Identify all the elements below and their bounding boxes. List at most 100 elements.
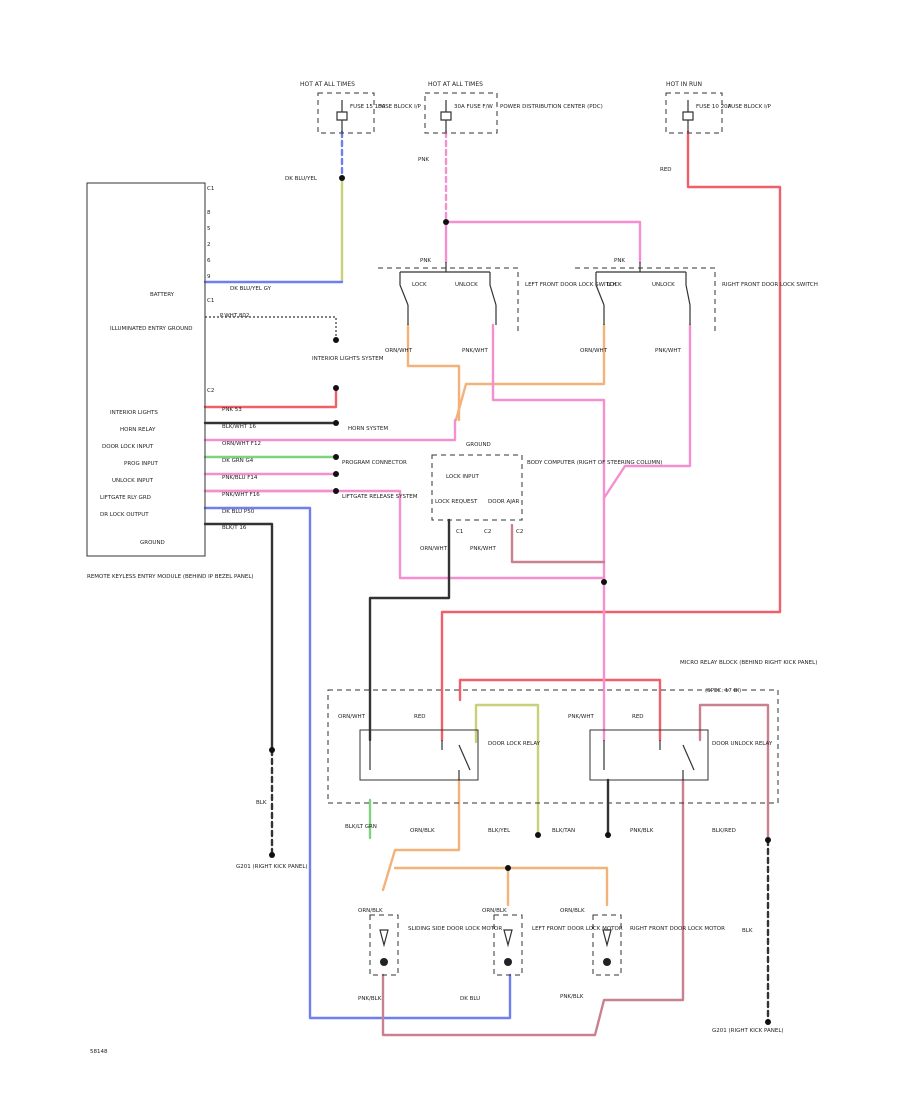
bcm-c2-label: C2 <box>516 529 523 535</box>
sliding-door-lock-motor: SLIDING SIDE DOOR LOCK MOTOR ORN/BLK PNK… <box>358 908 502 1002</box>
wire-blu-lock-out <box>203 506 512 1020</box>
splice-yel <box>535 832 541 838</box>
right-switch-name: RIGHT FRONT DOOR LOCK SWITCH <box>722 282 818 288</box>
micro-relay-block: MICRO RELAY BLOCK (BEHIND RIGHT KICK PAN… <box>327 660 817 804</box>
fuse2-note: POWER DISTRIBUTION CENTER (PDC) <box>500 104 603 110</box>
module-label-battery: BATTERY <box>150 292 175 298</box>
fuse1-note: FUSE BLOCK I/P <box>378 104 422 110</box>
lw-pnk-blk: PNK/BLK <box>630 828 654 834</box>
module-label-dr-lock: DR LOCK OUTPUT <box>100 512 149 518</box>
left-switch-lock: LOCK <box>412 282 427 288</box>
left-switch-unlock: UNLOCK <box>455 282 478 288</box>
lw-blk-left: BLK <box>256 800 267 806</box>
arrow-horn <box>333 420 339 426</box>
unlock-relay-in: PNK/WHT <box>568 714 594 720</box>
lock-relay-red: RED <box>414 714 426 720</box>
fuse3-header: HOT IN RUN <box>666 81 702 88</box>
fuse2-header: HOT AT ALL TIMES <box>428 81 483 88</box>
lw-blk-lt-grn: BLK/LT GRN <box>345 824 377 830</box>
arrow-liftgate <box>333 488 339 494</box>
wire-label-pnk: PNK <box>418 157 429 163</box>
relay-block-sub: (SPEC: 17 BI) <box>705 688 741 694</box>
bcm-c2: C2 <box>484 529 491 535</box>
splice-blu <box>339 175 345 181</box>
bcm-pin-a: ORN/WHT <box>420 546 448 552</box>
mod-wire-5: PNK/BLU F14 <box>222 475 258 481</box>
module-label-illum: ILLUMINATED ENTRY GROUND <box>110 326 192 332</box>
splice-orn <box>505 865 511 871</box>
mod-wire-4: DK GRN G4 <box>222 458 254 464</box>
figure-id: 58148 <box>90 1049 108 1055</box>
illum-ground-wire <box>205 316 337 338</box>
wire-brown-relay-top <box>698 703 770 842</box>
motor-left-name: LEFT FRONT DOOR LOCK MOTOR <box>532 926 623 932</box>
splice-pnk-bcm <box>601 579 607 585</box>
wire-yellow-relay <box>474 703 540 837</box>
fuse-block-1: HOT AT ALL TIMES FUSE 15 10A FUSE BLOCK … <box>300 81 422 134</box>
lw-orn-blk: ORN/BLK <box>410 828 435 834</box>
mod-wire-2: BLK/WHT 16 <box>222 424 256 430</box>
wire-brown-bcm <box>510 523 606 564</box>
bcm-c1: C1 <box>456 529 463 535</box>
module-pin-c1b: C1 <box>207 298 214 304</box>
wire-pnk-bus <box>444 220 642 264</box>
mod-wire-1: PNK 53 <box>222 407 242 413</box>
wire-brown-unlock <box>381 778 685 1037</box>
left-switch-out1: ORN/WHT <box>385 348 413 354</box>
bcm-ground: GROUND <box>466 442 491 448</box>
module-label-int-lights: INTERIOR LIGHTS <box>110 410 158 416</box>
wire-label-pwht: P.WHT 802 <box>220 313 249 319</box>
fuse3-rating: FUSE 10 20A <box>696 104 732 110</box>
wire-red-relay-link <box>458 678 662 742</box>
module-label-door-lock: DOOR LOCK INPUT <box>102 444 154 450</box>
wire-pnk-left-switch <box>491 323 606 584</box>
wire-blk-ground <box>203 522 274 752</box>
wire-pnk-int-lights <box>203 386 338 409</box>
fuse2-rating: 30A FUSE F/W <box>454 104 493 110</box>
arrow-unlock <box>333 471 339 477</box>
wire-label-red: RED <box>660 167 672 173</box>
splice-ground-1 <box>269 747 275 753</box>
bcm-lock-request: LOCK REQUEST <box>435 499 478 505</box>
motor-left-out: DK BLU <box>460 996 480 1002</box>
relay-block-title: MICRO RELAY BLOCK (BEHIND RIGHT KICK PAN… <box>680 660 817 666</box>
wire-red-main <box>440 130 782 742</box>
bcm-lock-input: LOCK INPUT <box>446 474 479 480</box>
door-unlock-relay <box>589 729 709 781</box>
right-switch-common: PNK <box>614 258 625 264</box>
label-horn-system: HORN SYSTEM <box>348 426 388 432</box>
lw-blk-tan: BLK/TAN <box>552 828 575 834</box>
module-pin-2: 2 <box>207 242 211 248</box>
module-caption: REMOTE KEYLESS ENTRY MODULE (BEHIND IP B… <box>87 574 254 580</box>
left-front-door-lock-motor: LEFT FRONT DOOR LOCK MOTOR ORN/BLK DK BL… <box>460 908 623 1002</box>
wire-label-dk-blu-yel-gy: DK BLU/YEL GY <box>230 286 272 292</box>
mod-wire-6: PNK/WHT F16 <box>222 492 260 498</box>
lw-blk-yel: BLK/YEL <box>488 828 511 834</box>
right-door-lock-switch: PNK LOCK UNLOCK RIGHT FRONT DOOR LOCK SW… <box>575 258 818 354</box>
module-label-ground: GROUND <box>140 540 165 546</box>
left-switch-name: LEFT FRONT DOOR LOCK SWITCH <box>525 282 617 288</box>
mod-wire-3: ORN/WHT F12 <box>222 441 261 447</box>
body-computer: GROUND LOCK INPUT LOCK REQUEST DOOR AJAR… <box>420 442 662 552</box>
fuse-block-2: HOT AT ALL TIMES 30A FUSE F/W POWER DIST… <box>424 81 603 134</box>
ground-left-label: G201 (RIGHT KICK PANEL) <box>236 864 308 870</box>
splice-illum <box>333 337 339 343</box>
left-door-lock-switch: PNK LOCK UNLOCK LEFT FRONT DOOR LOCK SWI… <box>378 258 617 354</box>
fuse-block-3: HOT IN RUN FUSE 10 20A FUSE BLOCK I/P <box>665 81 772 134</box>
arrow-prog <box>333 454 339 460</box>
motor-sliding-in: ORN/BLK <box>358 908 383 914</box>
fuse1-header: HOT AT ALL TIMES <box>300 81 355 88</box>
module-label-liftgate: LIFTGATE RLY GRD <box>100 495 151 501</box>
lw-blk-red: BLK/RED <box>712 828 736 834</box>
door-lock-relay <box>359 729 479 781</box>
wire-pnk-door-lock-input <box>203 418 457 442</box>
module-label-horn: HORN RELAY <box>120 427 156 433</box>
motor-right-name: RIGHT FRONT DOOR LOCK MOTOR <box>630 926 725 932</box>
left-switch-common: PNK <box>420 258 431 264</box>
bcm-door-ajar: DOOR AJAR <box>488 499 520 505</box>
splice-tan <box>605 832 611 838</box>
motor-left-in: ORN/BLK <box>482 908 507 914</box>
wire-orn-relay <box>381 778 461 892</box>
wire-orn-right-switch <box>454 323 606 422</box>
